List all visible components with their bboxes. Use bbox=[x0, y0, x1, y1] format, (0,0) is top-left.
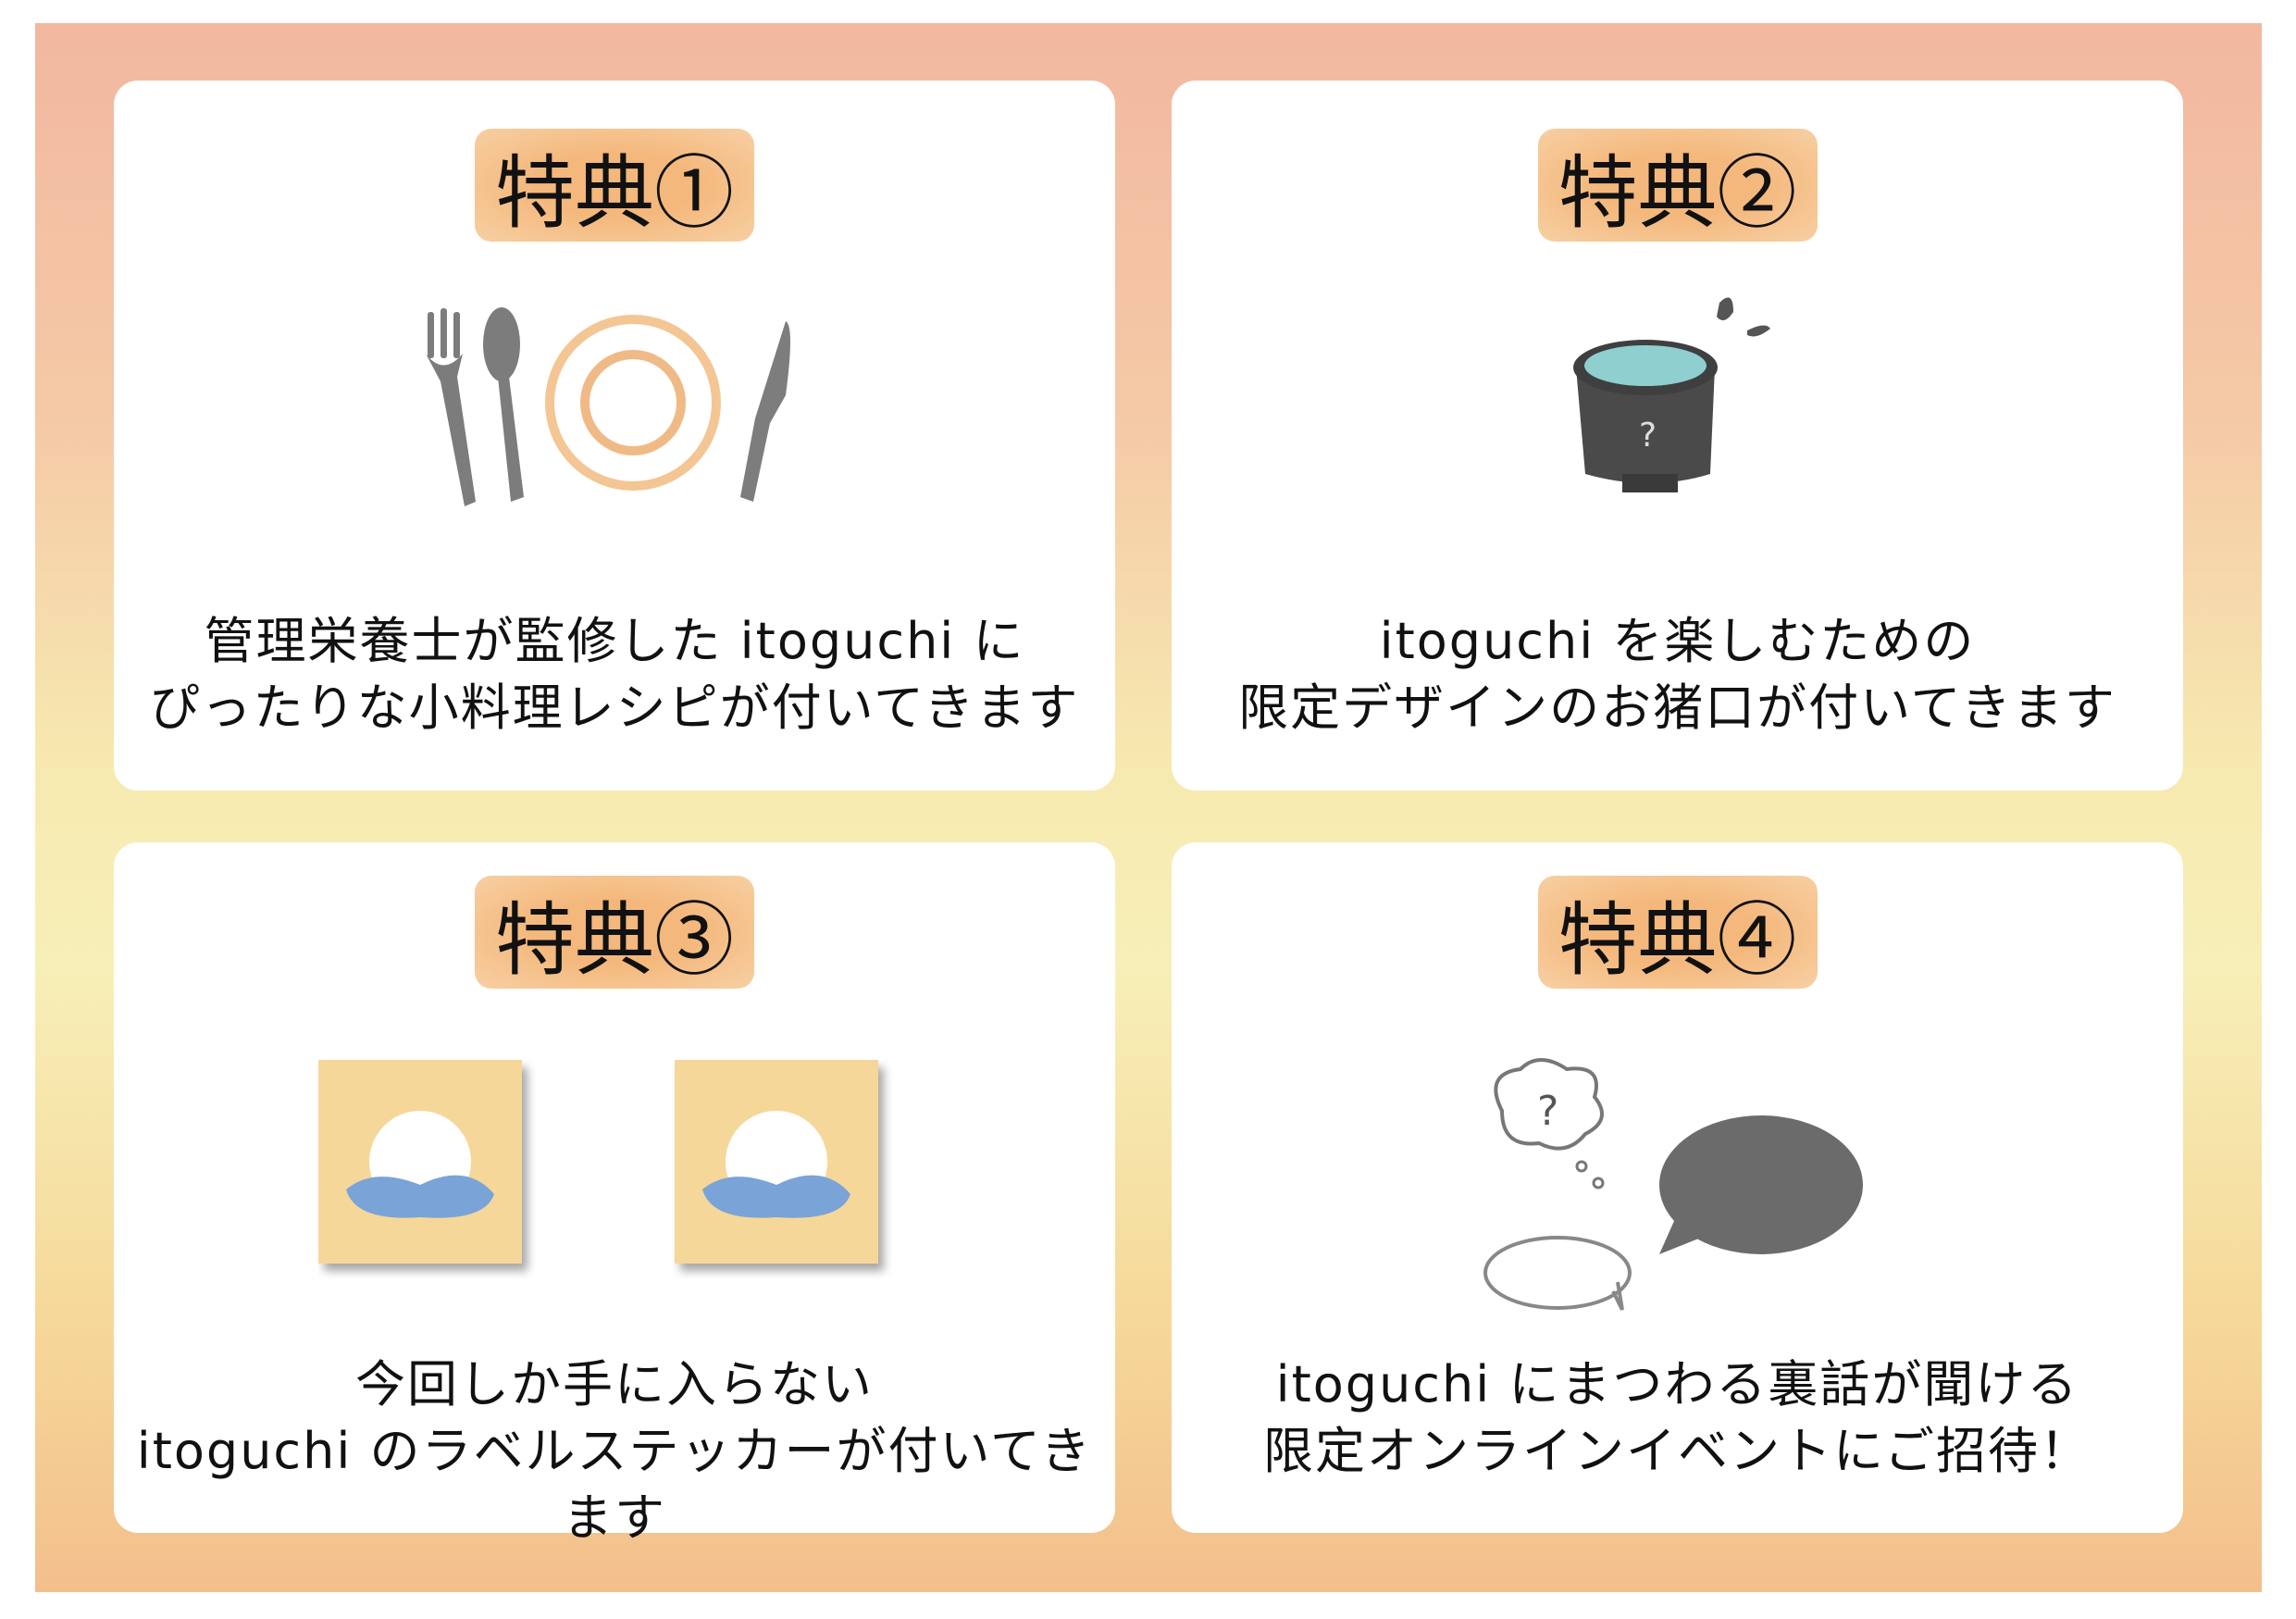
sake-cup-icon: ? bbox=[1572, 297, 1770, 492]
perk-title-badge: 特典② bbox=[1537, 129, 1818, 242]
perk-title-badge: 特典④ bbox=[1537, 876, 1818, 989]
cutlery-plate-icon bbox=[426, 307, 790, 506]
perk-card-4: 特典④ ? itoguchi にまつわる裏話が聞ける 限定オンラインイベントにご… bbox=[1172, 842, 2183, 1533]
perk-title-badge: 特典③ bbox=[475, 876, 754, 989]
perk-title-badge: 特典① bbox=[475, 129, 754, 242]
svg-text:?: ? bbox=[1537, 1088, 1558, 1135]
perk-card-3: 特典③ 今回しか手に入らない itoguchi のラベルステッカーが付いてきます bbox=[114, 842, 1115, 1547]
perk-card-2: 特典② ? itoguchi を楽しむための 限定デザインのお猪口が付いてきます bbox=[1172, 81, 2183, 791]
perk-card-1: 特典① 管理栄養士が監修した itoguchi に ぴったりな小料理レシピが付い… bbox=[114, 81, 1115, 791]
speech-bubbles-icon: ? bbox=[1483, 1058, 1863, 1311]
svg-text:?: ? bbox=[1639, 417, 1657, 455]
perk-description: itoguchi にまつわる裏話が聞ける 限定オンラインイベントにご招待！ bbox=[1263, 1355, 2091, 1480]
perk-description: 今回しか手に入らない itoguchi のラベルステッカーが付いてきます bbox=[136, 1355, 1093, 1547]
label-sticker-icon bbox=[318, 1060, 878, 1264]
perk-description: 管理栄養士が監修した itoguchi に ぴったりな小料理レシピが付いてきます bbox=[149, 612, 1080, 737]
perk-description: itoguchi を楽しむための 限定デザインのお猪口が付いてきます bbox=[1238, 612, 2116, 737]
